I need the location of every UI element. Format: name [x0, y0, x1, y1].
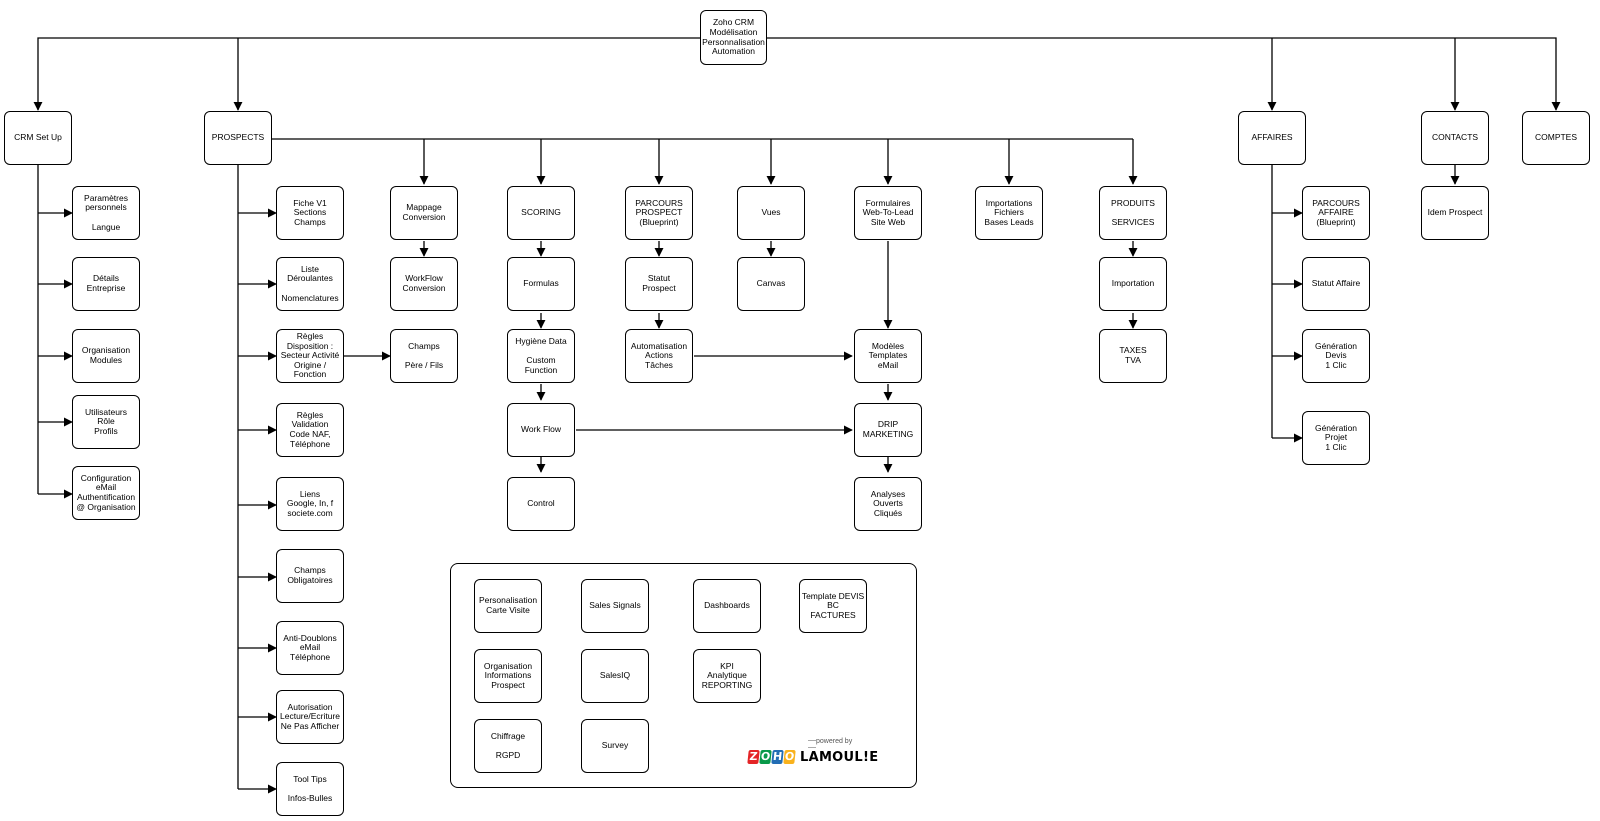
- produits-services-node: PRODUITS SERVICES: [1099, 186, 1167, 240]
- prospect-liens-node: Liens Google, In, f societe.com: [276, 477, 344, 531]
- taxes-node: TAXES TVA: [1099, 329, 1167, 383]
- prospect-champs-obligatoires-node: Champs Obligatoires: [276, 549, 344, 603]
- lamoulie-logo: LAMOUL!E: [800, 750, 879, 765]
- prospect-fiche-node: Fiche V1 Sections Champs: [276, 186, 344, 240]
- scoring-node: SCORING: [507, 186, 575, 240]
- champs-pere-fils-node: Champs Père / Fils: [390, 329, 458, 383]
- organisation-informations-node: Organisation Informations Prospect: [474, 649, 542, 703]
- setup-org-node: Organisation Modules: [72, 329, 140, 383]
- automatisation-actions-node: Automatisation Actions Tâches: [625, 329, 693, 383]
- drip-marketing-node: DRIP MARKETING: [854, 403, 922, 457]
- contacts-node: CONTACTS: [1421, 111, 1489, 165]
- setup-config-node: Configuration eMail Authentification @ O…: [72, 466, 140, 520]
- prospect-anti-doublons-node: Anti-Doublons eMail Téléphone: [276, 621, 344, 675]
- mappage-node: Mappage Conversion: [390, 186, 458, 240]
- zoho-letter-z: Z: [747, 750, 760, 764]
- zoho-letter-o: O: [759, 750, 772, 764]
- powered-by-lines: [808, 740, 816, 748]
- parcours-affaire-node: PARCOURS AFFAIRE (Blueprint): [1302, 186, 1370, 240]
- idem-prospect-node: Idem Prospect: [1421, 186, 1489, 240]
- work-flow-node: Work Flow: [507, 403, 575, 457]
- personalisation-carte-node: Personalisation Carte Visite: [474, 579, 542, 633]
- hygiene-data-node: Hygiène Data Custom Function: [507, 329, 575, 383]
- comptes-node: COMPTES: [1522, 111, 1590, 165]
- zoho-letter-o2: O: [783, 750, 796, 764]
- sales-signals-node: Sales Signals: [581, 579, 649, 633]
- parcours-prospect-node: PARCOURS PROSPECT (Blueprint): [625, 186, 693, 240]
- prospect-regles-validation-node: Règles Validation Code NAF, Téléphone: [276, 403, 344, 457]
- brand-logo: powered by Z O H O LAMOUL!E: [747, 738, 879, 770]
- template-devis-node: Template DEVIS BC FACTURES: [799, 579, 867, 633]
- affaires-node: AFFAIRES: [1238, 111, 1306, 165]
- statut-affaire-node: Statut Affaire: [1302, 257, 1370, 311]
- vues-node: Vues: [737, 186, 805, 240]
- prospect-regles-disposition-node: Règles Disposition : Secteur Activité Or…: [276, 329, 344, 383]
- prospect-autorisation-node: Autorisation Lecture/Ecriture Ne Pas Aff…: [276, 690, 344, 744]
- statut-prospect-node: Statut Prospect: [625, 257, 693, 311]
- formulaires-node: Formulaires Web-To-Lead Site Web: [854, 186, 922, 240]
- prospects-node: PROSPECTS: [204, 111, 272, 165]
- generation-projet-node: Génération Projet 1 Clic: [1302, 411, 1370, 465]
- setup-users-node: Utilisateurs Rôle Profils: [72, 395, 140, 449]
- salesiq-node: SalesIQ: [581, 649, 649, 703]
- control-node: Control: [507, 477, 575, 531]
- dashboards-node: Dashboards: [693, 579, 761, 633]
- crm-setup-node: CRM Set Up: [4, 111, 72, 165]
- root-node: Zoho CRM Modélisation Personnalisation A…: [700, 10, 767, 65]
- analyses-node: Analyses Ouverts Cliqués: [854, 477, 922, 531]
- zoho-logo: Z O H O: [747, 750, 796, 764]
- prospect-liste-node: Liste Déroulantes Nomenclatures: [276, 257, 344, 311]
- powered-by-text: powered by: [816, 738, 853, 745]
- zoho-letter-h: H: [771, 750, 784, 764]
- prospect-tooltips-node: Tool Tips Infos-Bulles: [276, 762, 344, 816]
- formulas-node: Formulas: [507, 257, 575, 311]
- workflow-conversion-node: WorkFlow Conversion: [390, 257, 458, 311]
- setup-params-node: Paramètres personnels Langue: [72, 186, 140, 240]
- chiffrage-rgpd-node: Chiffrage RGPD: [474, 719, 542, 773]
- generation-devis-node: Génération Devis 1 Clic: [1302, 329, 1370, 383]
- canvas-node: Canvas: [737, 257, 805, 311]
- importation-node: Importation: [1099, 257, 1167, 311]
- kpi-reporting-node: KPI Analytique REPORTING: [693, 649, 761, 703]
- modeles-templates-node: Modèles Templates eMail: [854, 329, 922, 383]
- survey-node: Survey: [581, 719, 649, 773]
- setup-details-node: Détails Entreprise: [72, 257, 140, 311]
- importations-node: Importations Fichiers Bases Leads: [975, 186, 1043, 240]
